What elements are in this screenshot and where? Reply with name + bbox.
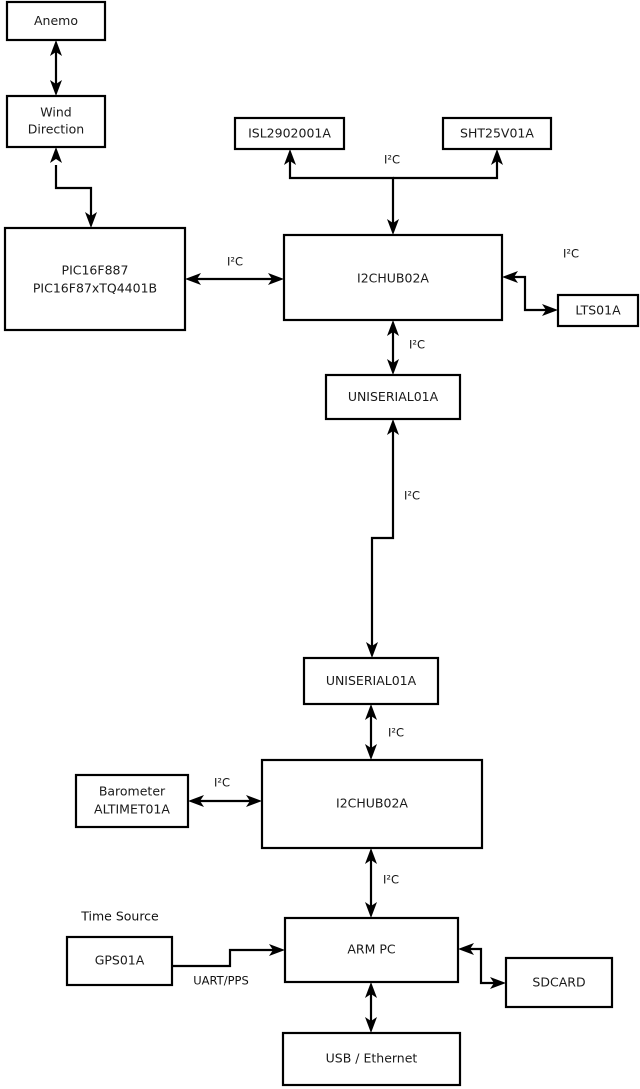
node-label-wind-line1: Wind xyxy=(40,105,71,120)
edge-label-i2c-hub-armpc: I²C xyxy=(383,873,399,887)
node-usb-ethernet[interactable]: USB / Ethernet xyxy=(281,1031,462,1087)
node-isl2902001a[interactable]: ISL2902001A xyxy=(233,116,346,151)
edge-armpc-sdcard xyxy=(458,943,506,989)
edge-label-uart-pps: UART/PPS xyxy=(193,974,249,988)
edge-uniserial-uniserial xyxy=(366,419,399,658)
node-i2chub02a-bottom[interactable]: I2CHUB02A xyxy=(260,758,484,850)
node-lts01a[interactable]: LTS01A xyxy=(556,293,640,328)
node-gps01a[interactable]: GPS01A xyxy=(65,935,174,987)
edge-label-i2c-top-bus: I²C xyxy=(384,153,400,167)
node-label-uniserial-upper: UNISERIAL01A xyxy=(348,389,439,404)
node-arm-pc[interactable]: ARM PC xyxy=(283,916,460,984)
node-label-arm-pc: ARM PC xyxy=(347,942,396,957)
node-uniserial01a-lower[interactable]: UNISERIAL01A xyxy=(302,656,440,706)
node-sdcard[interactable]: SDCARD xyxy=(504,956,614,1009)
edge-label-i2c-barometer-hub: I²C xyxy=(214,776,230,790)
edge-wind-pic xyxy=(50,147,97,228)
node-wind-direction[interactable]: Wind Direction xyxy=(5,94,107,149)
node-label-lts: LTS01A xyxy=(575,303,621,318)
node-pic[interactable]: PIC16F887 PIC16F87xTQ4401B xyxy=(3,226,187,332)
edge-label-i2c-hub-uniserial: I²C xyxy=(409,338,425,352)
edge-hubbot-armpc xyxy=(365,848,377,918)
edge-anemo-wind xyxy=(50,40,62,96)
label-time-source: Time Source xyxy=(80,909,159,924)
node-barometer[interactable]: Barometer ALTIMET01A xyxy=(74,773,190,829)
edge-barometer-hubbot xyxy=(188,795,262,807)
node-label-pic-line2: PIC16F87xTQ4401B xyxy=(33,281,157,296)
node-label-pic-line1: PIC16F887 xyxy=(62,263,129,278)
node-uniserial01a-upper[interactable]: UNISERIAL01A xyxy=(324,373,462,421)
node-label-barometer-line2: ALTIMET01A xyxy=(94,802,170,817)
node-label-anemo: Anemo xyxy=(34,13,78,28)
node-label-sdcard: SDCARD xyxy=(532,975,585,990)
node-i2chub02a-top[interactable]: I2CHUB02A xyxy=(282,233,504,322)
node-label-barometer-line1: Barometer xyxy=(99,784,166,799)
node-label-wind-line2: Direction xyxy=(28,122,84,137)
edge-uniserial-hubbot xyxy=(365,704,377,760)
edge-hubtop-lts xyxy=(502,271,558,316)
edge-hubtop-uniserial-upper xyxy=(387,320,399,375)
edge-label-i2c-hub-lts: I²C xyxy=(563,247,579,261)
node-label-gps: GPS01A xyxy=(95,953,145,968)
edge-gps-armpc xyxy=(172,944,285,968)
node-label-isl: ISL2902001A xyxy=(248,126,331,141)
node-label-sht: SHT25V01A xyxy=(460,126,534,141)
edge-hubtop-topbus xyxy=(284,149,503,235)
edge-armpc-usbeth xyxy=(365,982,377,1033)
edge-label-i2c-pic-hub: I²C xyxy=(227,255,243,269)
edge-label-i2c-uniserial-hub: I²C xyxy=(388,726,404,740)
node-anemo[interactable]: Anemo xyxy=(5,0,107,42)
node-sht25v01a[interactable]: SHT25V01A xyxy=(441,116,553,151)
node-label-hub-bottom: I2CHUB02A xyxy=(336,796,408,811)
edge-pic-hubtop xyxy=(185,273,284,285)
node-label-uniserial-lower: UNISERIAL01A xyxy=(326,673,417,688)
node-label-usb-ethernet: USB / Ethernet xyxy=(326,1051,418,1066)
edge-label-i2c-uniserial-uniserial: I²C xyxy=(404,489,420,503)
node-label-hub-top: I2CHUB02A xyxy=(357,271,429,286)
